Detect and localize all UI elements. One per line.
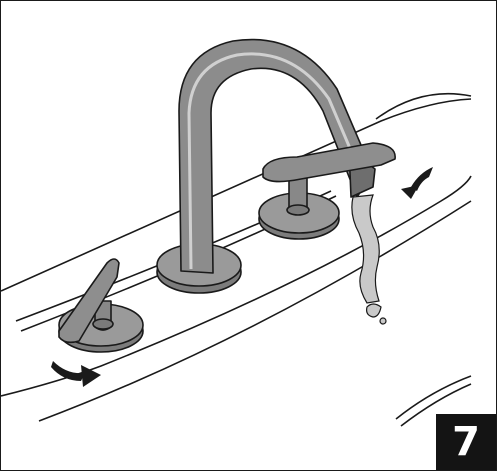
step-number-badge: 7 [436,414,496,470]
handle-right-icon [259,143,395,239]
handle-left-icon [59,259,143,352]
rotate-arrow-left-icon [51,361,101,387]
rotate-arrow-right-icon [401,167,433,199]
water-stream-icon [352,195,386,324]
